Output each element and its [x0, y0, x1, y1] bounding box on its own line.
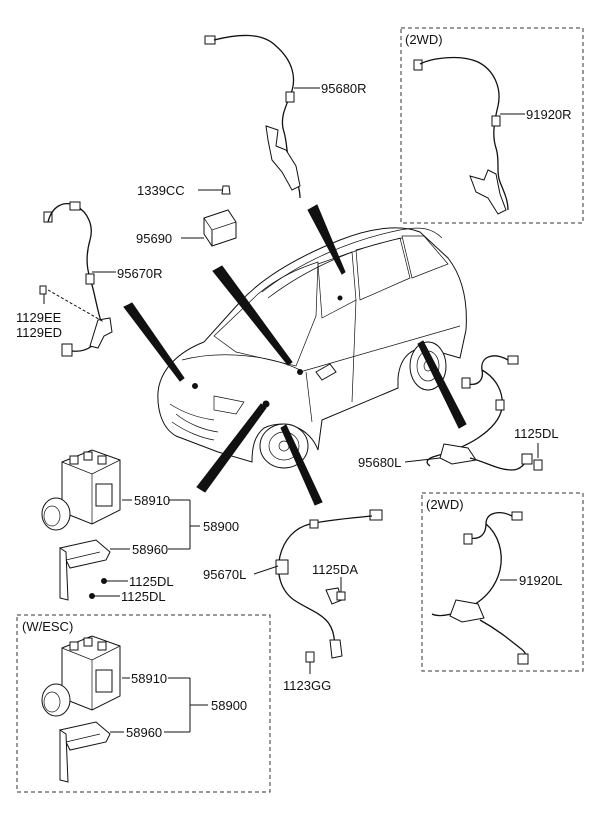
label-1125DA: 1125DA	[312, 562, 358, 577]
panel-rear-2wd: (2WD)	[400, 27, 584, 224]
front-right-wheel-sensor-95670R: 95670R 1129EE 1129ED	[16, 201, 163, 357]
label-58960: 58960	[132, 542, 168, 557]
label-1339CC: 1339CC	[137, 183, 185, 198]
label-95680R: 95680R	[321, 81, 367, 96]
label-58900-esc: 58900	[211, 698, 247, 713]
label-95690: 95690	[136, 231, 172, 246]
label-95680L: 95680L	[358, 455, 401, 470]
label-95670L: 95670L	[203, 567, 246, 582]
abs-unit-58900: 58910 58900 58960 1125DL 1125DL	[41, 449, 239, 604]
panel-front-2wd-label: (2WD)	[426, 497, 464, 512]
label-1123GG: 1123GG	[283, 678, 331, 693]
rear-left-wheel-sensor-95680L: 95680L 1125DL	[358, 355, 559, 471]
label-1125DL-a: 1125DL	[129, 574, 174, 589]
panel-front-2wd: (2WD)	[421, 492, 584, 672]
front-2wd-sensor-91920L: 91920L	[431, 511, 562, 665]
module-95690: 1339CC 95690	[136, 183, 237, 247]
label-58900: 58900	[203, 519, 239, 534]
label-58910-esc: 58910	[131, 671, 167, 686]
panel-w-esc: (W/ESC)	[16, 614, 271, 793]
label-91920L: 91920L	[519, 573, 562, 588]
label-91920R: 91920R	[526, 107, 572, 122]
panel-w-esc-label: (W/ESC)	[22, 619, 73, 634]
rear-2wd-sensor-91920R: 91920R	[413, 56, 572, 215]
front-left-wheel-sensor-95670L: 95670L 1125DA 1123GG	[203, 509, 383, 693]
panel-rear-2wd-label: (2WD)	[405, 32, 443, 47]
label-1125DL-right: 1125DL	[514, 426, 559, 441]
abs-unit-58900-esc: 58910 58900 58960	[41, 635, 247, 783]
rear-right-wheel-sensor-95680R: 95680R	[204, 34, 367, 199]
label-95670R: 95670R	[117, 266, 163, 281]
label-58960-esc: 58960	[126, 725, 162, 740]
label-58910: 58910	[134, 493, 170, 508]
pointer-arrows	[123, 204, 467, 506]
label-1129EE: 1129EE	[16, 310, 62, 325]
label-1125DL-b: 1125DL	[121, 589, 166, 604]
label-1129ED: 1129ED	[16, 325, 62, 340]
